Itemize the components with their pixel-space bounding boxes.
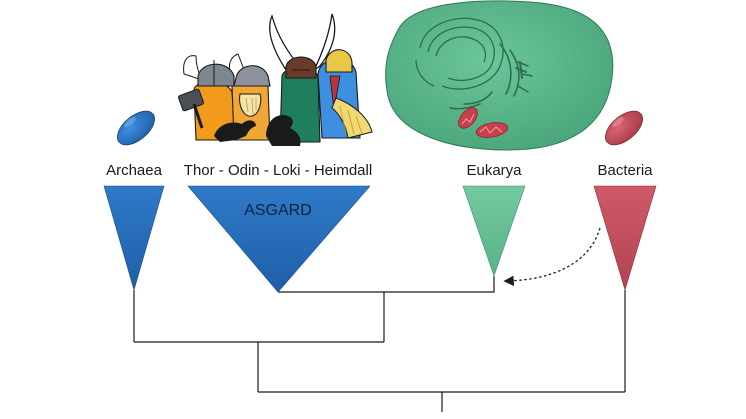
label-asgard: ASGARD (244, 202, 312, 219)
tree-branch-asgard-eukarya (278, 276, 495, 293)
label-asgard-members: Thor - Odin - Loki - Heimdall (184, 162, 372, 179)
archaea-clade-triangle (103, 185, 165, 292)
archaea-cell-icon (117, 110, 155, 146)
norse-helmets-illustration (177, 13, 373, 146)
bacteria-cell-icon (605, 110, 643, 146)
label-bacteria: Bacteria (597, 162, 653, 179)
bacteria-clade-triangle (593, 185, 657, 292)
label-archaea: Archaea (106, 162, 163, 179)
eukaryotic-cell-illustration (385, 0, 614, 151)
phylogenetic-tree (133, 276, 626, 412)
label-eukarya: Eukarya (466, 162, 522, 179)
endosymbiosis-arrow (503, 227, 601, 287)
mitochondria-icon (458, 107, 509, 138)
eukarya-clade-triangle (462, 185, 526, 277)
asgard-clade-triangle (187, 185, 371, 293)
